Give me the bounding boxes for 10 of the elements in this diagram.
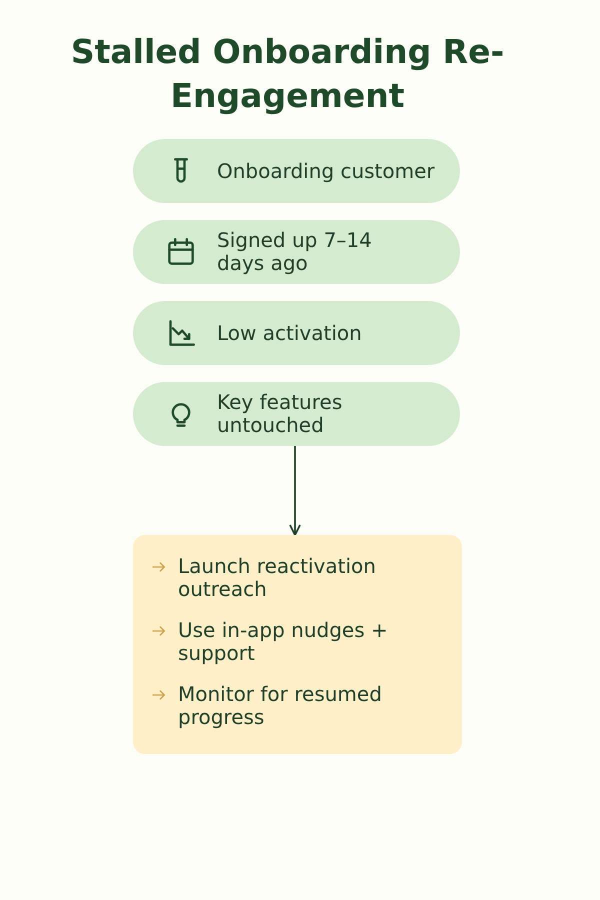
action-item: Launch reactivation outreach <box>178 555 377 601</box>
title: Stalled Onboarding Re-Engagement <box>70 31 506 117</box>
node-label: Signed up 7–14 days ago <box>217 229 373 275</box>
node-label: Low activation <box>217 322 363 345</box>
arrow <box>289 446 301 536</box>
action-card <box>133 535 462 754</box>
action-item: Use in-app nudges + support <box>178 619 389 665</box>
node-label: Key features untouched <box>217 391 344 437</box>
action-item: Monitor for resumed progress <box>178 683 383 729</box>
node-label: Onboarding customer <box>217 160 436 183</box>
